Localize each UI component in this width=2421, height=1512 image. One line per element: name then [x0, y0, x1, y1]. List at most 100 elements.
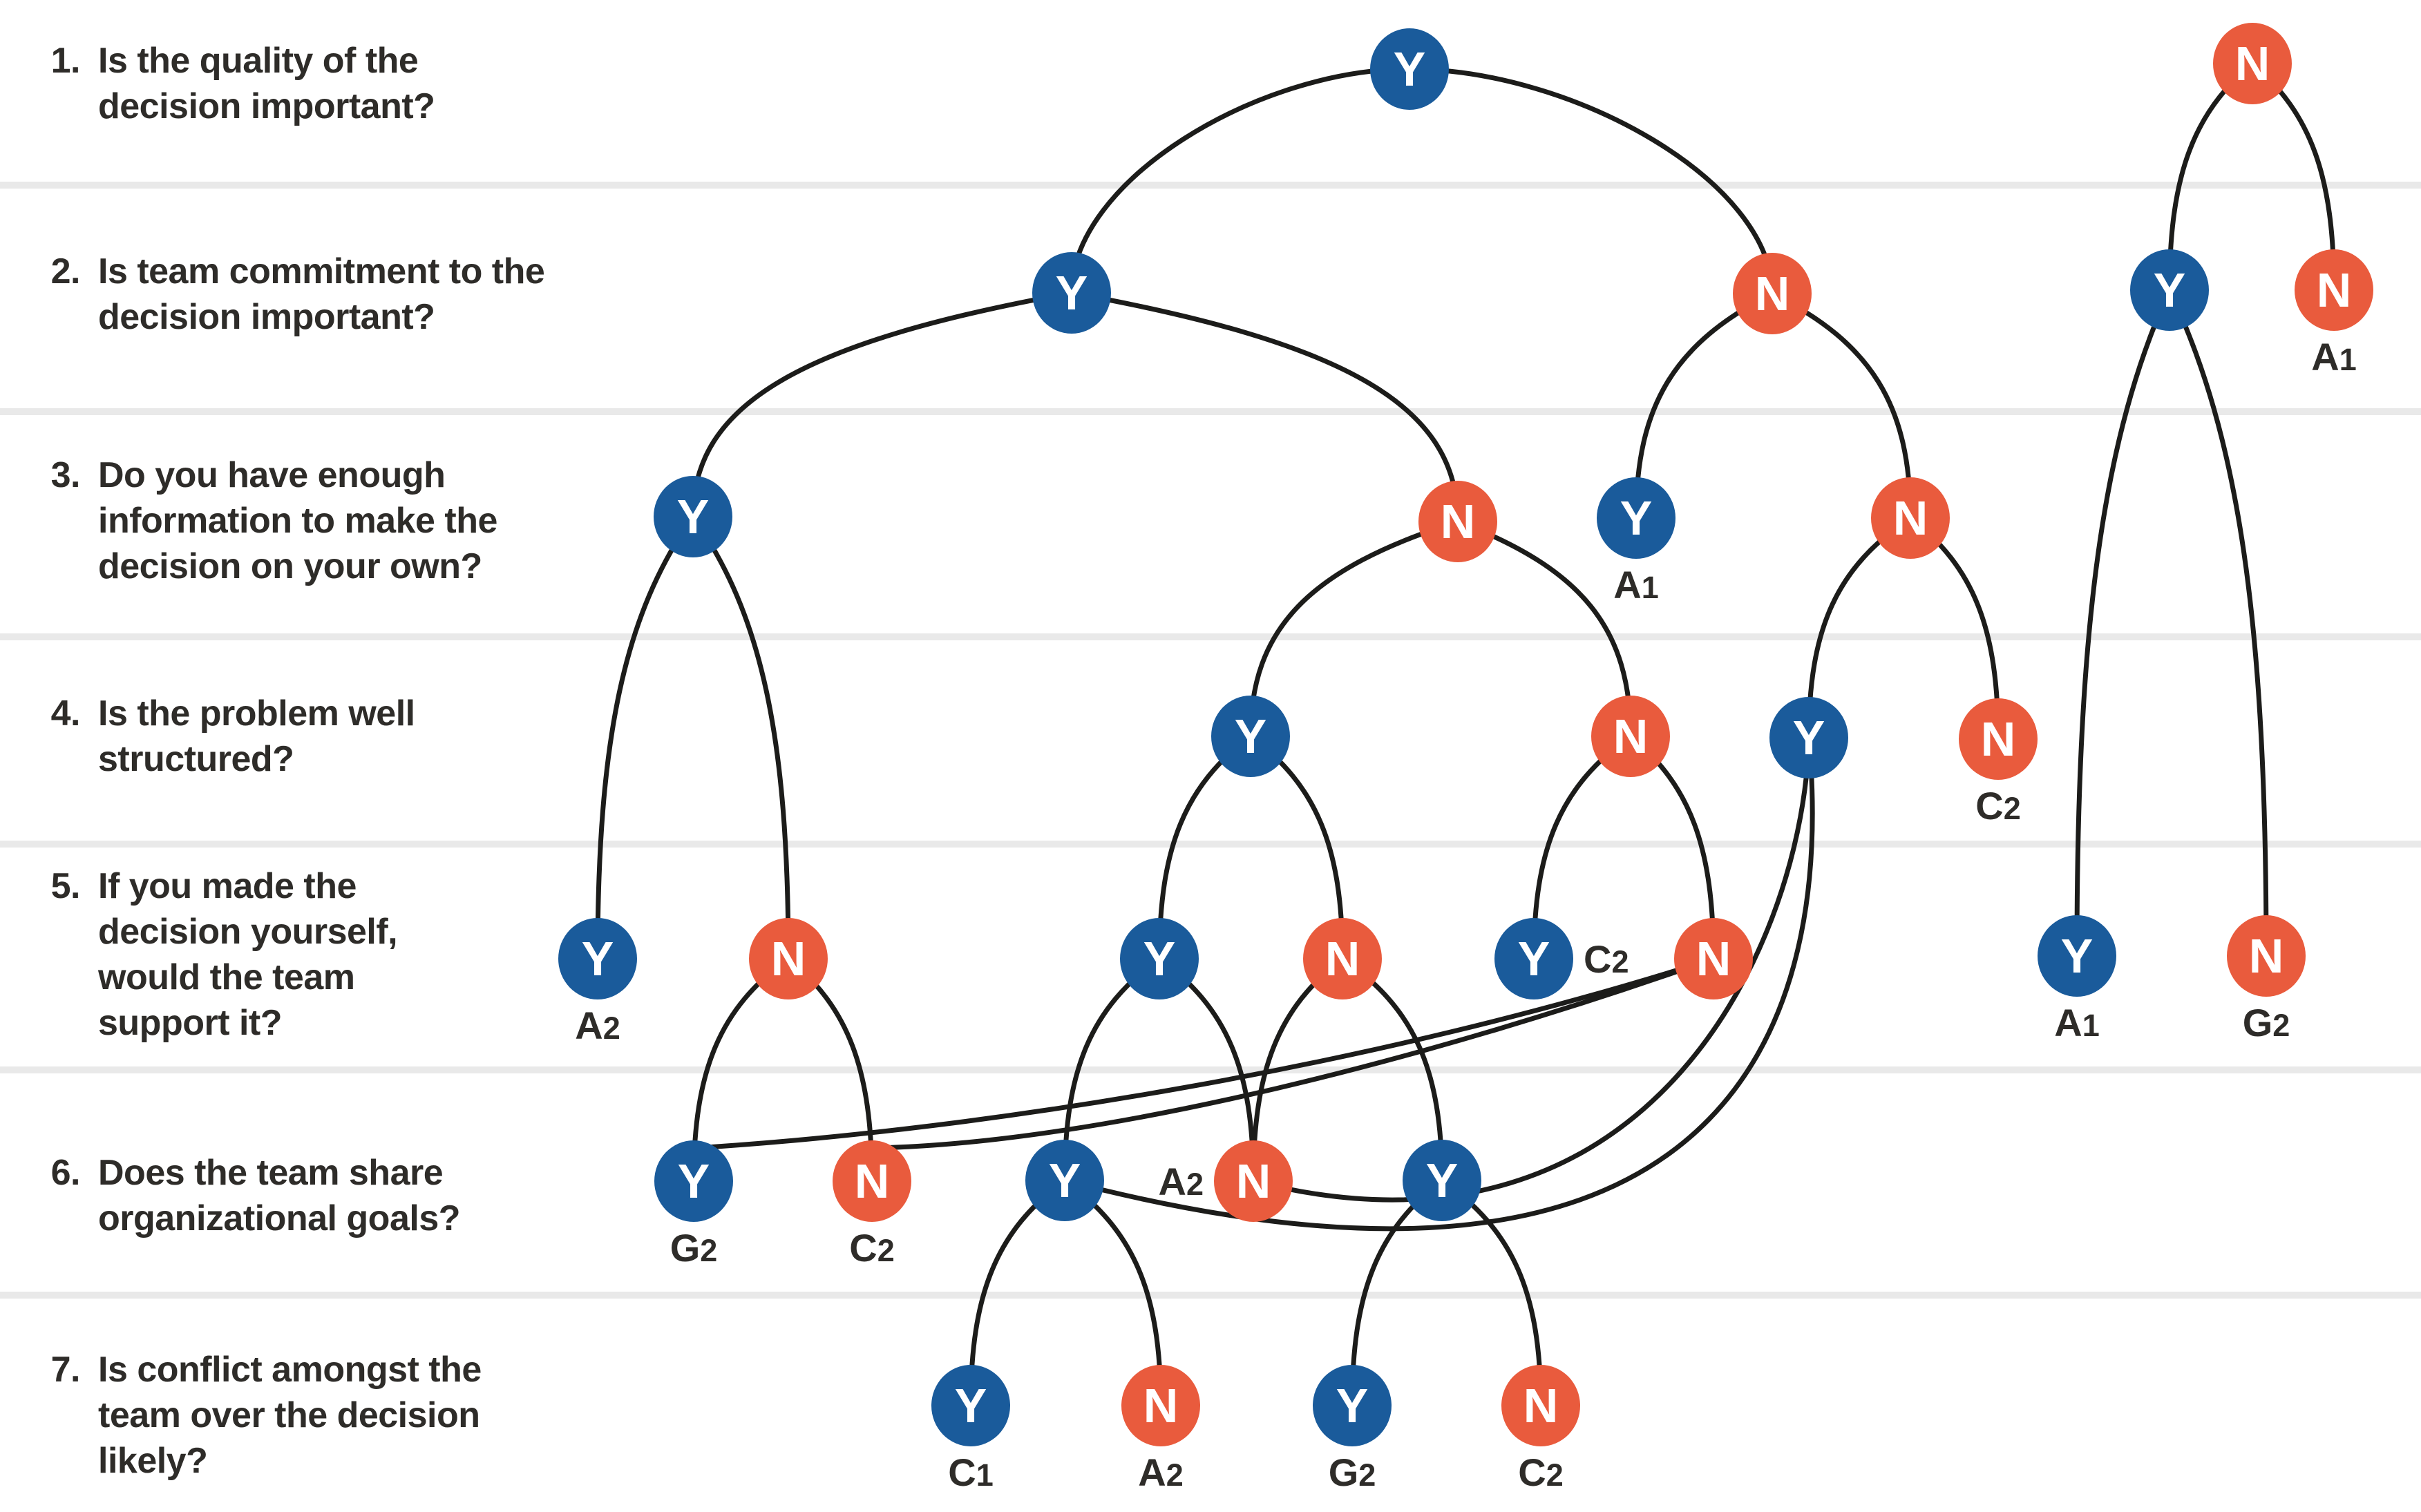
- outcome-label-a2-q5-yes-a2: A2: [575, 1004, 620, 1047]
- edge-q3-no-to-q4-no: [1455, 519, 1633, 739]
- no-node-circle: [749, 918, 828, 999]
- yes-node-circle: [1494, 918, 1573, 999]
- edge-q3-yes-to-q5-yes-a2: [595, 514, 696, 961]
- node-answer-letter: Y: [2154, 263, 2186, 317]
- node-q3-no: N: [1418, 481, 1497, 562]
- node-q6-no-c2: N: [833, 1140, 911, 1222]
- node-answer-letter: N: [771, 932, 806, 986]
- node-answer-letter: N: [1236, 1154, 1271, 1208]
- no-node-circle: [1591, 696, 1670, 777]
- node-q1-no: N: [2213, 23, 2292, 104]
- outcome-label-a1-q3-yes-a1: A1: [1613, 563, 1658, 606]
- row-separator-4: [0, 841, 2421, 848]
- node-answer-letter: N: [1893, 491, 1928, 545]
- node-answer-letter: N: [2317, 263, 2352, 317]
- no-node-circle: [1214, 1140, 1293, 1222]
- edge-q2-no-to-q3-yes-a1: [1633, 291, 1775, 521]
- node-answer-letter: Y: [678, 1154, 710, 1208]
- yes-node-circle: [931, 1365, 1010, 1446]
- outcome-label-c2-q6-no-c2: C2: [849, 1226, 894, 1270]
- node-answer-letter: N: [1755, 267, 1790, 320]
- node-q5-no-g2: N: [2227, 915, 2306, 997]
- no-node-circle: [2295, 249, 2373, 331]
- row-separator-3: [0, 633, 2421, 640]
- node-answer-letter: Y: [1056, 266, 1088, 320]
- row-separator-1: [0, 182, 2421, 189]
- edge-q3-yes-to-q5-no: [690, 514, 791, 961]
- edge-q4-yes-right-to-q6-yes: [1062, 735, 1815, 1232]
- no-node-circle: [1959, 698, 2038, 780]
- no-node-circle: [833, 1140, 911, 1222]
- edge-q5-no-right-to-q6-yes-g2: [694, 956, 1716, 1151]
- node-q5-no-right: N: [1674, 918, 1753, 999]
- node-answer-letter: Y: [1336, 1379, 1369, 1433]
- node-q4-no: N: [1591, 696, 1670, 777]
- node-q5-no: N: [749, 918, 828, 999]
- node-q7-no-c2: N: [1501, 1365, 1580, 1446]
- node-q3-yes: Y: [654, 476, 732, 557]
- outcome-label-c2-q5-yes-c2: C2: [1584, 937, 1629, 981]
- yes-node-circle: [558, 918, 637, 999]
- yes-node-circle: [1769, 697, 1848, 778]
- node-q5-no-mid: N: [1303, 918, 1382, 999]
- edge-q2-yes-right-to-q5-no-g2: [2167, 287, 2269, 959]
- edge-q2-yes-to-q3-no: [1069, 290, 1461, 524]
- node-answer-letter: N: [855, 1154, 890, 1208]
- node-q7-no-a2: N: [1121, 1365, 1200, 1446]
- node-answer-letter: N: [1143, 1379, 1179, 1433]
- yes-node-circle: [1120, 918, 1199, 999]
- node-answer-letter: Y: [2061, 929, 2094, 983]
- yes-node-circle: [1370, 28, 1449, 110]
- outcome-label-a1-q5-yes-a1: A1: [2054, 1001, 2099, 1044]
- no-node-circle: [1674, 918, 1753, 999]
- node-q7-yes-c1: Y: [931, 1365, 1010, 1446]
- node-q5-yes-a1: Y: [2038, 915, 2116, 997]
- yes-node-circle: [1025, 1140, 1104, 1221]
- edge-q1-yes-to-q2-yes: [1069, 66, 1412, 296]
- outcome-label-a2-q7-no-a2: A2: [1138, 1451, 1183, 1494]
- node-q4-yes-right: Y: [1769, 697, 1848, 778]
- yes-node-circle: [1211, 696, 1290, 777]
- yes-node-circle: [654, 1140, 733, 1222]
- node-q6-no-a2: N: [1214, 1140, 1293, 1222]
- edge-q5-no-right-to-q6-no-c2: [872, 956, 1716, 1151]
- node-q6-yes-right: Y: [1403, 1140, 1481, 1221]
- node-q6-yes-g2: Y: [654, 1140, 733, 1222]
- node-answer-letter: N: [2235, 37, 2270, 90]
- node-q3-no-right: N: [1871, 477, 1950, 559]
- node-answer-letter: Y: [1426, 1154, 1459, 1207]
- node-q5-yes-a2: Y: [558, 918, 637, 999]
- node-answer-letter: N: [1325, 932, 1360, 986]
- outcome-label-a2-q6-no-a2: A2: [1159, 1160, 1204, 1203]
- edge-q2-no-to-q3-no-right: [1769, 291, 1913, 521]
- node-answer-letter: Y: [1793, 711, 1825, 765]
- outcome-label-g2-q5-no-g2: G2: [2243, 1001, 2290, 1044]
- no-node-circle: [1418, 481, 1497, 562]
- no-node-circle: [1121, 1365, 1200, 1446]
- node-answer-letter: N: [2249, 929, 2284, 983]
- node-answer-letter: N: [1441, 495, 1476, 548]
- no-node-circle: [1733, 253, 1812, 334]
- edge-q2-yes-right-to-q5-yes-a1: [2074, 287, 2172, 959]
- node-q2-no-right: N: [2295, 249, 2373, 331]
- node-q5-yes: Y: [1120, 918, 1199, 999]
- node-q2-yes-right: Y: [2130, 249, 2209, 331]
- node-q4-no-c2: N: [1959, 698, 2038, 780]
- yes-node-circle: [654, 476, 732, 557]
- outcome-label-g2-q7-yes-g2: G2: [1329, 1451, 1376, 1494]
- yes-node-circle: [1313, 1365, 1392, 1446]
- no-node-circle: [2227, 915, 2306, 997]
- node-answer-letter: Y: [1235, 709, 1267, 763]
- yes-node-circle: [1032, 252, 1111, 334]
- row-separator-2: [0, 408, 2421, 415]
- yes-node-circle: [2130, 249, 2209, 331]
- yes-node-circle: [1403, 1140, 1481, 1221]
- node-answer-letter: Y: [1518, 932, 1550, 986]
- row-separator-6: [0, 1292, 2421, 1299]
- edge-q1-yes-to-q2-no: [1407, 66, 1775, 296]
- node-answer-letter: Y: [1394, 42, 1426, 96]
- node-answer-letter: Y: [677, 490, 710, 544]
